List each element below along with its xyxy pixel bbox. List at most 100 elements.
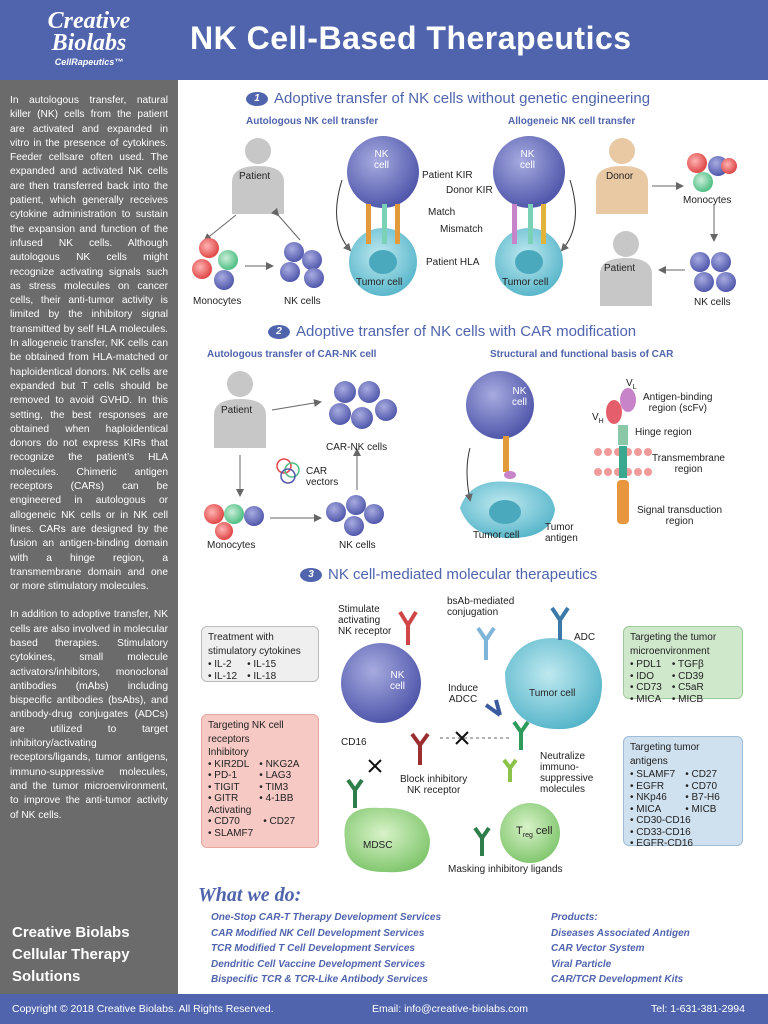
label-monocytes: Monocytes	[193, 296, 242, 307]
label-t: T	[516, 825, 523, 837]
box-item: • CD33-CD16	[630, 826, 691, 838]
label-line: suppressive	[540, 773, 594, 784]
box-item: • EGFR-CD16	[630, 838, 693, 849]
label-line: Antigen-binding	[643, 392, 713, 403]
subheading-autologous: Autologous NK cell transfer	[246, 116, 379, 127]
products-list: Products: Diseases Associated Antigen CA…	[551, 910, 690, 988]
monocytes-cluster-icon	[687, 153, 737, 192]
box-subtitle: Activating	[208, 804, 252, 816]
sidebar-paragraph-1: In autologous transfer, natural killer (…	[10, 95, 168, 593]
label-line: Signal transduction	[637, 505, 723, 516]
label-nk: NK	[374, 149, 389, 160]
box-title: microenvironment	[630, 645, 710, 657]
products-heading: Products:	[551, 912, 598, 923]
label-l-sub: L	[632, 384, 637, 391]
box-item: • IL-18	[247, 670, 277, 682]
service-link[interactable]: Bispecific TCR & TCR-Like Antibody Servi…	[211, 974, 428, 986]
service-link[interactable]: TCR Modified T Cell Development Services	[211, 943, 415, 955]
box-item: • MICB	[685, 803, 717, 815]
label-patient-hla: Patient HLA	[426, 257, 480, 268]
label-car: CAR	[306, 466, 328, 477]
box-tumor-antigens: Targeting tumor antigens • SLAMF7• EGFR•…	[623, 736, 743, 849]
block-x-icon	[368, 731, 469, 773]
product-link[interactable]: CAR Vector System	[551, 943, 645, 955]
box-item: • IL-15	[247, 659, 277, 670]
label-monocytes: Monocytes	[207, 540, 256, 551]
section-title-text: Adoptive transfer of NK cells without ge…	[274, 90, 651, 107]
label-line: ADCC	[448, 694, 478, 705]
label-mismatch: Mismatch	[440, 224, 483, 235]
product-link[interactable]: CAR/TCR Development Kits	[551, 974, 684, 986]
box-item: • IDO	[630, 670, 655, 682]
box-item: • CD73	[630, 682, 662, 693]
label-cell: cell	[535, 825, 553, 837]
label-h-sub: H	[598, 418, 604, 425]
section-title-text: Adoptive transfer of NK cells with CAR m…	[296, 323, 637, 340]
product-link[interactable]: Viral Particle	[551, 958, 612, 970]
box-item: • CD30-CD16	[630, 815, 691, 826]
box-item: • MICA	[630, 803, 662, 815]
header-banner: Creative Biolabs CellRapeutics™ NK Cell-…	[0, 0, 768, 80]
service-link[interactable]: One-Stop CAR-T Therapy Development Servi…	[211, 912, 442, 923]
label-line: NK receptor	[338, 626, 392, 637]
section-2-title: 2 Adoptive transfer of NK cells with CAR…	[268, 323, 636, 340]
label-donor: Donor	[606, 171, 634, 182]
section-number: 3	[300, 567, 322, 582]
label-v: V	[626, 378, 633, 389]
label-reg-sub: reg	[522, 832, 533, 840]
box-stimulatory-cytokines: Treatment with stimulatory cytokines • I…	[201, 626, 319, 682]
monocytes-cluster-icon	[204, 504, 264, 540]
label-line: Induce	[448, 683, 479, 694]
email-link[interactable]: Email: info@creative-biolabs.com	[372, 1003, 528, 1015]
box-title: Targeting tumor	[630, 742, 700, 753]
label-nk: NK	[390, 670, 405, 681]
box-item: • LAG3	[259, 770, 292, 781]
subheading-allogeneic: Allogeneic NK cell transfer	[508, 116, 636, 127]
box-title: Targeting the tumor	[630, 632, 717, 643]
car-structure-icon	[594, 388, 652, 524]
label-cell: cell	[520, 160, 536, 171]
box-item: • B7-H6	[685, 792, 720, 803]
label-patient-kir: Patient KIR	[422, 170, 473, 181]
box-item: • CD27	[263, 816, 296, 827]
box-item: • MICA	[630, 693, 662, 705]
service-link[interactable]: CAR Modified NK Cell Development Service…	[211, 927, 425, 939]
sidebar-panel: In autologous transfer, natural killer (…	[0, 80, 178, 994]
label-nk: NK	[512, 386, 527, 397]
label-nk-cells: NK cells	[284, 296, 321, 307]
patient-silhouette-icon	[214, 371, 266, 448]
nk-cell-large-icon	[341, 643, 421, 723]
company-logo[interactable]: Creative Biolabs CellRapeutics™	[14, 9, 164, 67]
box-item: • IL-12	[208, 670, 238, 682]
treg-cell-icon	[500, 803, 560, 863]
monocytes-cluster-icon	[192, 238, 238, 290]
car-nk-cells-cluster-icon	[329, 381, 397, 429]
allogeneic-synapse-icon	[493, 136, 576, 296]
solutions-heading: Creative Biolabs Cellular Therapy Soluti…	[12, 922, 130, 988]
label-patient: Patient	[239, 171, 271, 182]
footer-bar: Copyright © 2018 Creative Biolabs. All R…	[0, 994, 768, 1024]
mdsc-cell-icon	[344, 807, 430, 873]
label-line: activating	[338, 615, 381, 626]
label-line: region	[665, 516, 694, 527]
label-tumor: Tumor	[545, 522, 574, 533]
label-masking: Masking inhibitory ligands	[448, 864, 563, 875]
logo-line-2: Biolabs	[51, 30, 127, 56]
service-link[interactable]: Dendritic Cell Vaccine Development Servi…	[211, 958, 426, 970]
label-tumor-cell: Tumor cell	[473, 530, 520, 541]
box-item: • CD27	[685, 769, 718, 780]
box-title: receptors	[208, 733, 250, 745]
product-link[interactable]: Diseases Associated Antigen	[551, 927, 690, 939]
